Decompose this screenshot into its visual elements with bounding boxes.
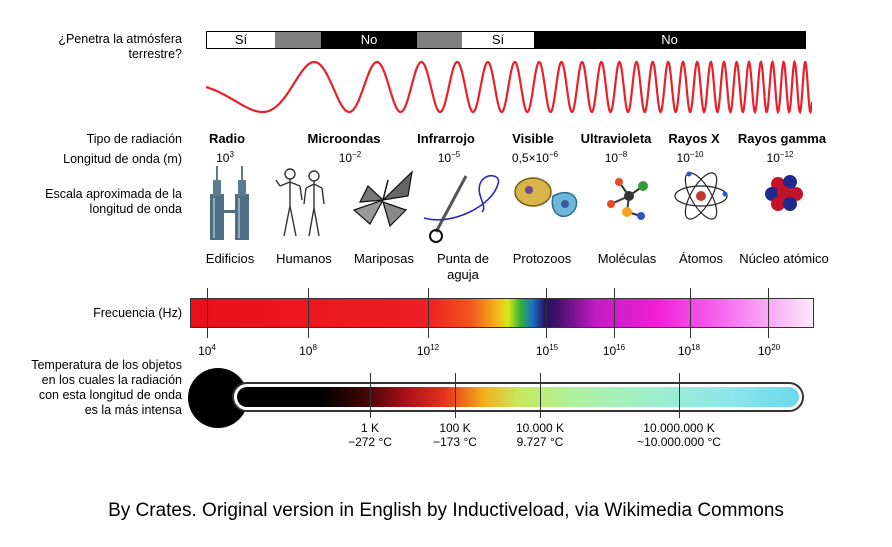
frequency-tick-label: 1015 — [535, 343, 559, 358]
atmosphere-segment-yes-2: Sí — [462, 32, 534, 48]
temperature-label: Temperatura de los objetos en los cuales… — [31, 358, 182, 417]
wavelength-ultraviolet: 10−8 — [604, 150, 628, 165]
frequency-tick-label: 1020 — [757, 343, 781, 358]
wavelength-visible: 0,5×10−6 — [511, 150, 559, 165]
radiation-name-infrared: Infrarrojo — [417, 131, 475, 146]
atom-icon — [674, 171, 728, 220]
frequency-spectrum-bar — [190, 298, 814, 328]
butterfly-icon — [352, 170, 413, 228]
radiation-name-ultraviolet: Ultravioleta — [580, 131, 652, 146]
object-name-molecules: Moléculas — [597, 251, 657, 266]
humans-icon — [275, 168, 325, 237]
atmosphere-segment-partial-2 — [417, 32, 462, 48]
radiation-type-label: Tipo de radiación — [86, 132, 182, 146]
nucleus-icon — [765, 175, 803, 211]
frequency-tick-label: 1012 — [416, 343, 440, 358]
frequency-tick-label: 108 — [299, 343, 317, 358]
wavelength-radio: 103 — [216, 150, 234, 165]
radiation-name-radio: Radio — [208, 131, 246, 146]
atmosphere-segment-no-2: No — [534, 32, 805, 48]
protozoa-icon — [514, 177, 578, 217]
wavelength-infrared: 10−5 — [437, 150, 461, 165]
temperature-label-100k: 100 K−173 °C — [433, 421, 477, 449]
penetrates-label: ¿Penetra la atmósfera terrestre? — [58, 32, 182, 61]
thermometer-tube — [232, 382, 804, 412]
atmosphere-segment-no-1: No — [321, 32, 417, 48]
object-name-nucleus: Núcleo atómico — [739, 251, 829, 266]
buildings-icon — [210, 166, 249, 240]
object-name-butterflies: Mariposas — [354, 251, 414, 266]
scale-label: Escala aproximada de la longitud de onda — [45, 187, 182, 216]
object-name-atoms: Átomos — [678, 251, 724, 266]
frequency-label: Frecuencia (Hz) — [93, 306, 182, 320]
object-name-buildings: Edificios — [205, 251, 255, 266]
object-name-humans: Humanos — [276, 251, 332, 266]
radiation-name-gamma: Rayos gamma — [737, 131, 827, 146]
wave-line — [205, 59, 812, 115]
frequency-tick-label: 104 — [198, 343, 216, 358]
temperature-label-10000000k: 10.000.000 K~10.000.000 °C — [637, 421, 721, 449]
molecule-icon — [607, 178, 648, 220]
atmosphere-segment-yes-1: Sí — [207, 32, 275, 48]
needle-icon — [423, 174, 500, 243]
wavelength-gamma: 10−12 — [766, 150, 794, 165]
radiation-name-visible: Visible — [512, 131, 554, 146]
radiation-name-xray: Rayos X — [668, 131, 720, 146]
wavelength-xray: 10−10 — [676, 150, 704, 165]
object-name-needle: Punta de aguja — [436, 251, 490, 282]
frequency-tick-label: 1018 — [677, 343, 701, 358]
object-name-protozoa: Protozoos — [512, 251, 572, 266]
wavelength-microwave: 10−2 — [338, 150, 362, 165]
wavelength-label: Longitud de onda (m) — [63, 152, 182, 166]
frequency-tick-label: 1016 — [602, 343, 626, 358]
wave-graphic — [205, 59, 812, 115]
atmosphere-segment-partial-1 — [275, 32, 321, 48]
radiation-name-microwave: Microondas — [307, 131, 381, 146]
temperature-label-1k: 1 K−272 °C — [348, 421, 392, 449]
credit-line: By Crates. Original version in English b… — [108, 500, 784, 521]
